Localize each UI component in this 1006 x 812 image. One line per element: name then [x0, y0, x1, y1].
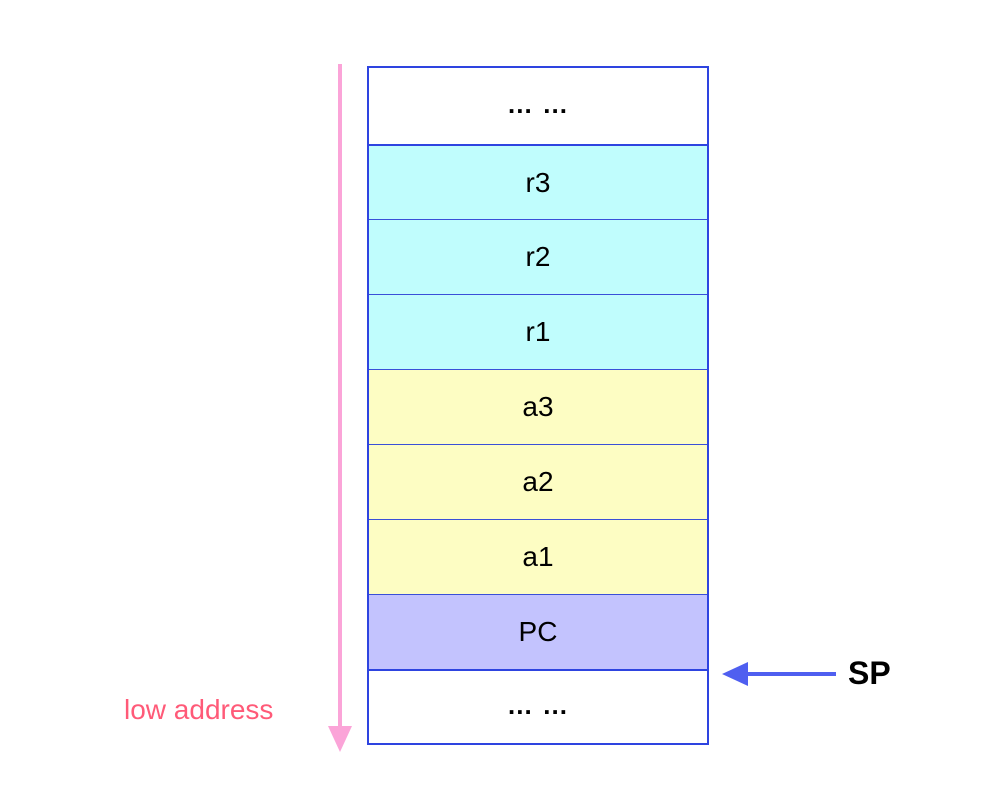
stack-cell-label: a1	[522, 541, 554, 572]
stack-cell-label: r3	[525, 166, 551, 198]
low-address-label: low address	[124, 694, 274, 725]
stack-cell-label: r1	[525, 316, 551, 347]
sp-label: SP	[848, 655, 891, 691]
stack-cell-bottom-ellipsis: … …	[369, 669, 707, 743]
stack-cell-label: a3	[522, 391, 554, 422]
stack-cell-label: PC	[518, 616, 558, 647]
stack-cell-r2: r2	[369, 219, 707, 294]
stack-cell-top-ellipsis: … …	[369, 68, 707, 144]
stack-cell-a3: a3	[369, 369, 707, 444]
stack-cell-a2: a2	[369, 444, 707, 519]
sp-pointer-arrow	[722, 660, 836, 688]
address-arrow-head	[328, 726, 352, 752]
stack-cell-pc: PC	[369, 594, 707, 669]
sp-arrow-head	[722, 662, 748, 686]
stack-cell-label: a2	[522, 466, 554, 497]
stack-cell-label: r2	[525, 241, 551, 272]
sp-arrow-shaft	[742, 672, 836, 676]
stack-cell-r3: r3	[369, 144, 707, 219]
stack-cell-label: … …	[506, 689, 570, 720]
address-direction-arrow	[328, 64, 352, 752]
stack-cell-a1: a1	[369, 519, 707, 594]
stack-cell-r1: r1	[369, 294, 707, 369]
stack-cell-label: … …	[506, 88, 570, 119]
stack: … … r3 r2 r1 a3 a2 a1 PC … …	[367, 66, 709, 745]
address-arrow-shaft	[338, 64, 342, 732]
